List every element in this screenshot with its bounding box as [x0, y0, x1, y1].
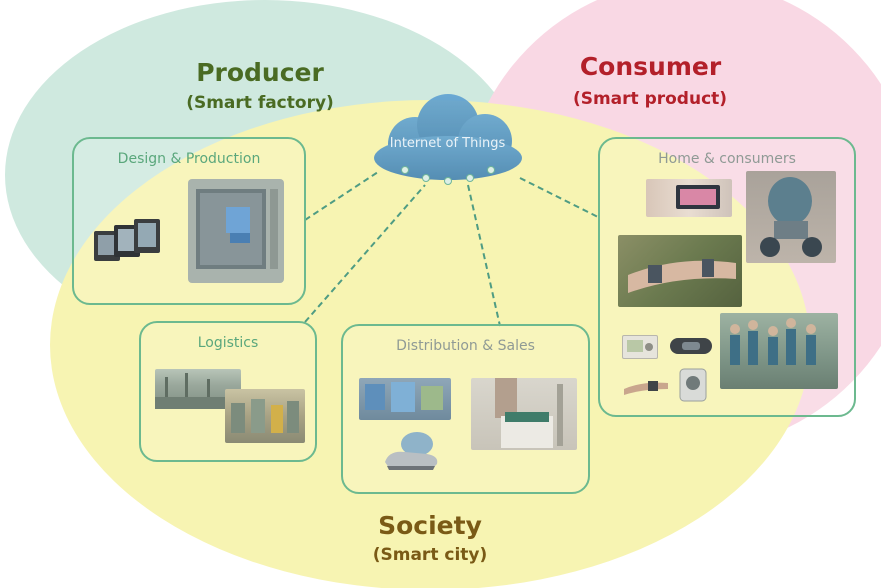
- consumer-title: Consumer: [579, 52, 722, 81]
- 3d-printer-image: [186, 175, 286, 285]
- cloud-label: Internet of Things: [389, 136, 506, 151]
- tablet-devices-image: [94, 215, 160, 267]
- smart-device-hand-image: [646, 179, 732, 217]
- society-title: Society: [378, 511, 482, 540]
- thermostat-image: [622, 335, 658, 359]
- producer-title: Producer: [196, 58, 324, 87]
- fitness-user-image: [746, 171, 836, 263]
- warehouse-image: [225, 389, 305, 443]
- connector-design: [304, 171, 379, 221]
- home-consumers-label: Home & consumers: [658, 151, 796, 167]
- running-crowd-image: [720, 313, 838, 389]
- fitness-band-image: [668, 335, 714, 357]
- design-production-box: Design & Production: [72, 137, 306, 305]
- cloud-icon: [374, 94, 522, 185]
- society-subtitle: (Smart city): [372, 545, 488, 565]
- home-consumers-box: Home & consumers: [598, 137, 856, 417]
- distribution-sales-label: Distribution & Sales: [396, 338, 535, 354]
- logistics-box: Logistics: [139, 321, 317, 462]
- connector-home: [519, 177, 601, 219]
- design-production-label: Design & Production: [117, 151, 261, 167]
- smartwatch-arm-image: [618, 235, 742, 307]
- iot-cloud: Internet of Things: [360, 92, 535, 190]
- wrist-wearable-image: [622, 373, 670, 397]
- consumer-subtitle: (Smart product): [572, 89, 728, 109]
- connector-logistics: [304, 184, 426, 323]
- distribution-sales-box: Distribution & Sales: [341, 324, 590, 494]
- shoe-image: [381, 430, 441, 474]
- shop-display-image: [359, 378, 451, 420]
- connector-lines: [304, 171, 601, 327]
- smart-scale-image: [678, 367, 708, 403]
- logistics-label: Logistics: [197, 335, 259, 351]
- foot-scanner-image: [471, 378, 577, 450]
- producer-subtitle: (Smart factory): [186, 93, 334, 113]
- connector-distribution: [467, 184, 501, 327]
